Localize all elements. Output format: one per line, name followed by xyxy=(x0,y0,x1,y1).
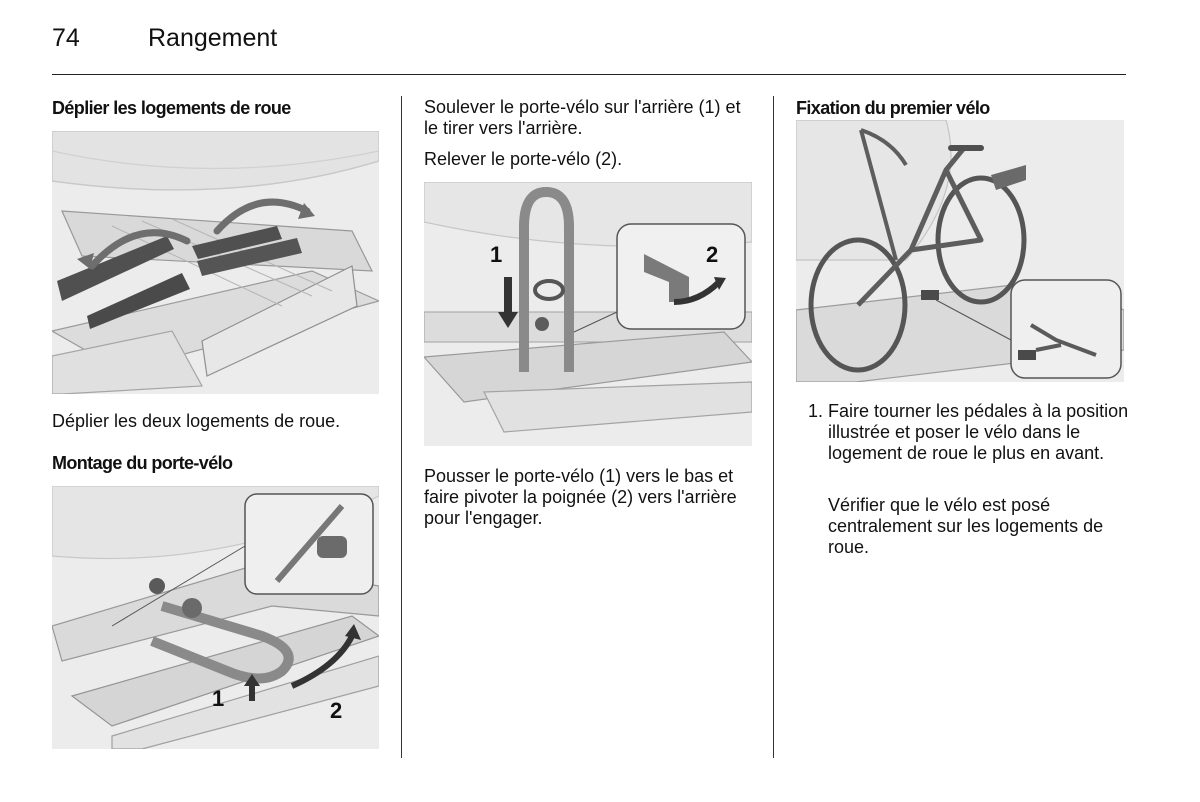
section-title-unfold-wheel-holders: Déplier les logements de roue xyxy=(52,98,291,118)
push-carrier-text: Pousser le porte-vélo (1) vers le bas et… xyxy=(424,466,737,528)
section-title-mount-carrier: Montage du porte-vélo xyxy=(52,453,233,473)
page-number: 74 xyxy=(52,24,80,52)
figure-raise-carrier: 1 2 xyxy=(424,182,752,446)
step-1-text: Faire tourner les pédales à la position … xyxy=(828,401,1129,463)
callout-2: 2 xyxy=(330,698,342,723)
figure-fix-first-bike xyxy=(796,120,1124,382)
step-number: 1. xyxy=(808,401,824,421)
lift-carrier-text: Soulever le porte-vélo sur l'arrière (1)… xyxy=(424,97,741,138)
unfold-instruction-text: Déplier les deux logements de roue. xyxy=(52,411,341,431)
page-title: Rangement xyxy=(148,24,278,52)
header-rule xyxy=(52,74,1126,75)
numbered-step-1: 1. Faire tourner les pédales à la positi… xyxy=(808,401,1138,571)
raise-carrier-text: Relever le porte-vélo (2). xyxy=(424,149,623,169)
figure-mount-carrier: 1 2 xyxy=(52,486,379,749)
figure-unfold-wheel-holders xyxy=(52,131,379,394)
column-divider-2 xyxy=(773,96,774,758)
step-1-note: Vérifier que le vélo est posé centraleme… xyxy=(828,495,1104,557)
callout-2: 2 xyxy=(706,242,718,267)
section-title-fix-first-bike: Fixation du premier vélo xyxy=(796,98,990,118)
callout-1: 1 xyxy=(212,686,224,711)
callout-1: 1 xyxy=(490,242,502,267)
column-divider-1 xyxy=(401,96,402,758)
